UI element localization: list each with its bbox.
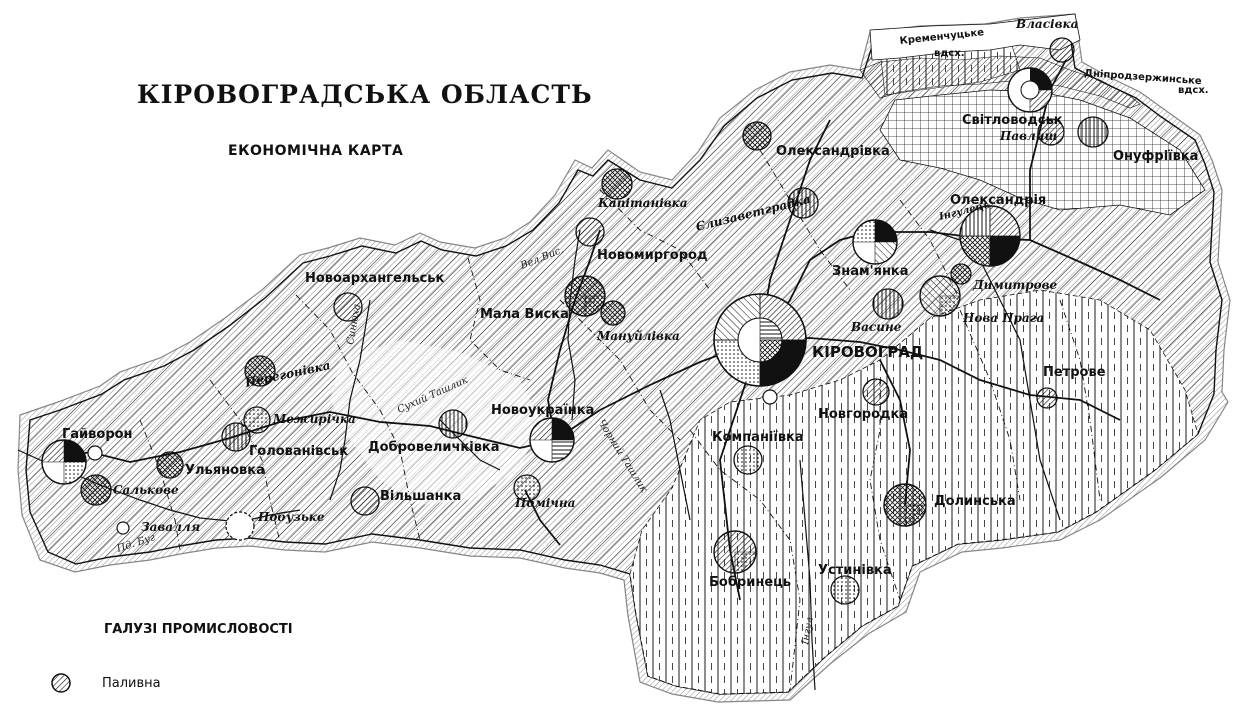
map-subtitle: ЕКОНОМІЧНА КАРТА: [228, 143, 404, 159]
ustynivka-industry-symbol: [830, 575, 860, 605]
novomyrhorod-industry-symbol: [575, 217, 605, 247]
city-label-bobrynets: Бобринець: [709, 575, 791, 590]
settlement-label-vlasivka: Власівка: [1015, 17, 1078, 31]
petrove-industry-symbol: [1036, 387, 1058, 409]
zavallia-industry-symbol: [116, 521, 130, 535]
dymytrove-industry-symbol: [950, 263, 972, 285]
city-label-dobrovelychkivka: Добровеличківка: [368, 440, 500, 455]
haivoron-industry-symbol: [41, 439, 87, 485]
pobuzke-industry-symbol: [225, 511, 255, 541]
pavlysh-industry-symbol: [1037, 118, 1065, 146]
city-label-vilshanka: Вільшанка: [380, 489, 461, 504]
novhorodka-industry-symbol: [862, 378, 890, 406]
novoarkhanhelsk-industry-symbol: [333, 292, 363, 322]
settlement-label-pomichna: Помічна: [514, 496, 575, 510]
nova-praha-industry-symbol: [919, 275, 961, 317]
settlement-label-nova-praha: Нова Прага: [962, 311, 1044, 325]
settlement-label-pobuzke: Побузьке: [257, 510, 325, 524]
city-label-ulianovka: Ульяновка: [185, 463, 265, 478]
district-boundaries: [139, 149, 1101, 691]
map-labels: КІРОВОГРАД Олександрія Світловодськ Онуф…: [62, 17, 1209, 647]
kompaniivka-industry-symbol: [733, 445, 763, 475]
city-label-haivoron: Гайворон: [62, 427, 133, 442]
small-station-symbol-2: [87, 445, 103, 461]
industry-symbols: [41, 37, 1109, 605]
pomichna-industry-symbol: [513, 474, 541, 502]
kapitanivka-industry-symbol: [601, 168, 633, 200]
city-label-oleksandriia: Олександрія: [950, 193, 1046, 208]
ulianovka-industry-symbol: [156, 451, 184, 479]
bobrynets-industry-symbol: [713, 530, 757, 574]
vasyne-industry-symbol: [872, 288, 904, 320]
holovanivsk-industry-symbol: [221, 422, 251, 452]
svitlovodsk-industry-symbol: [1007, 67, 1053, 113]
vlasivka-industry-symbol: [1049, 37, 1075, 63]
small-station-symbol: [762, 389, 778, 405]
dolynska-industry-symbol: [883, 483, 927, 527]
city-label-holovanivsk: Голованівськ: [249, 444, 348, 459]
city-label-ustynivka: Устинівка: [818, 563, 892, 578]
city-label-petrove: Петрове: [1043, 365, 1106, 380]
oleksandrivka-industry-symbol: [742, 121, 772, 151]
settlement-label-salkove: Салькове: [113, 483, 179, 497]
water-label-kremenchuk-2: вдсх.: [934, 48, 965, 59]
city-label-kirovohrad: КІРОВОГРАД: [812, 343, 923, 361]
mala-vyska-industry-symbol: [564, 275, 606, 317]
salkove-industry-symbol: [80, 474, 112, 506]
city-label-svitlovodsk: Світловодськ: [962, 113, 1063, 128]
kirovohrad-industry-symbol: [713, 293, 807, 387]
onufriivka-industry-symbol: [1077, 116, 1109, 148]
settlement-label-manuilivka: Мануйлівка: [596, 329, 680, 343]
city-label-dolynska: Долинська: [934, 494, 1016, 509]
vilshanka-industry-symbol: [350, 486, 380, 516]
elyzavethradka-industry-symbol: [787, 187, 819, 219]
legend-title: ГАЛУЗІ ПРОМИСЛОВОСТІ: [104, 622, 293, 637]
settlement-label-zavallia: Завалля: [141, 520, 200, 534]
settlement-label-kapitanivka: Капітанівка: [597, 196, 688, 210]
city-label-novoarkhanhelsk: Новоархангельськ: [305, 271, 444, 286]
city-label-kompaniivka: Компаніївка: [712, 430, 804, 445]
settlement-label-dymytrove: Димитрове: [972, 278, 1058, 292]
fuel-industry-symbol-icon: [51, 673, 71, 693]
city-label-znamianka: Знам'янка: [832, 264, 909, 279]
mezhyrichka-industry-symbol: [243, 406, 271, 434]
manuilivka-industry-symbol: [600, 300, 626, 326]
dobrovelychkivka-industry-symbol: [438, 409, 468, 439]
settlement-label-pavlysh: Павлиш: [999, 129, 1058, 143]
river-label-inhul: Інгул: [800, 616, 816, 646]
perehonivka-industry-symbol: [244, 355, 276, 387]
water-label-dniprodzerzhynsk-2: вдсх.: [1178, 85, 1209, 96]
novoukrainka-industry-symbol: [529, 417, 575, 463]
legend-item-fuel: Паливна: [50, 672, 161, 694]
city-label-oleksandrivka: Олександрівка: [776, 144, 890, 159]
znamianka-industry-symbol: [852, 219, 898, 265]
city-label-novomyrhorod: Новомиргород: [597, 248, 707, 263]
settlement-label-vasyne: Васине: [850, 320, 902, 334]
city-label-novhorodka: Новгородка: [818, 407, 908, 422]
city-label-onufriivka: Онуфріївка: [1113, 149, 1198, 164]
oleksandriia-industry-symbol: [959, 205, 1021, 267]
city-label-mala-vyska: Мала Виска: [480, 307, 569, 322]
city-label-novoukrainka: Новоукраїнка: [491, 403, 594, 418]
settlement-label-mezhyrichka: Межирічка: [272, 412, 356, 426]
legend-label-fuel: Паливна: [102, 675, 161, 691]
map-title: КІРОВОГРАДСЬКА ОБЛАСТЬ: [137, 80, 593, 109]
